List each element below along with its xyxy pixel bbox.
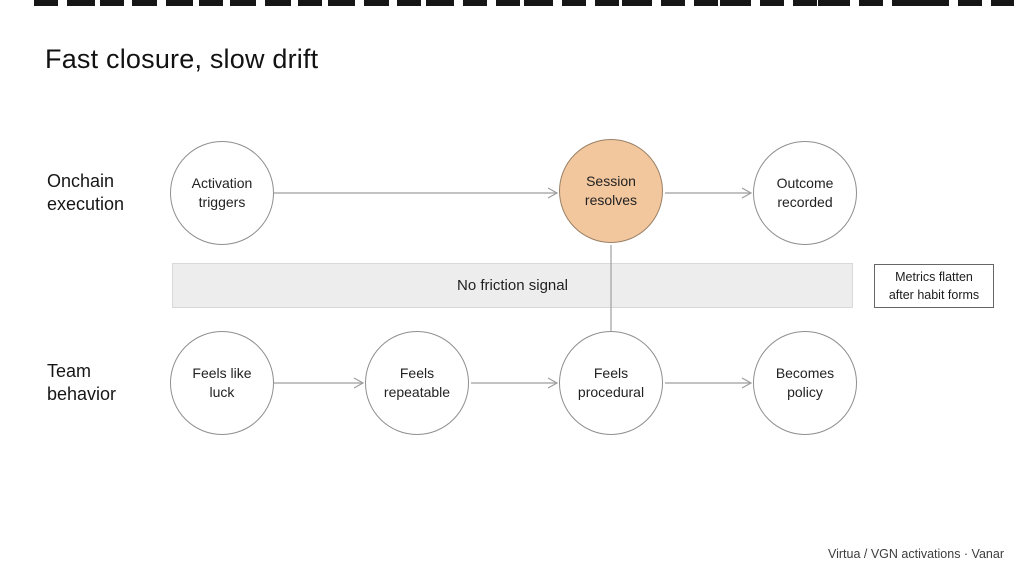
arrow-session-to-outcome — [665, 187, 753, 199]
arrowhead-right-icon — [547, 377, 559, 389]
arrowhead-right-icon — [741, 187, 753, 199]
arrowhead-right-icon — [353, 377, 365, 389]
node-activation-triggers: Activation triggers — [170, 141, 274, 245]
arrow-repeatable-to-procedural — [471, 377, 559, 389]
node-becomes-policy: Becomes policy — [753, 331, 857, 435]
node-session-resolves: Session resolves — [559, 139, 663, 243]
row-label-onchain-execution: Onchain execution — [47, 171, 125, 214]
node-feels-like-luck: Feels like luck — [170, 331, 274, 435]
band-label: No friction signal — [457, 277, 568, 294]
row-label-team-behavior: Team behavior — [47, 361, 117, 404]
slide-title: Fast closure, slow drift — [45, 44, 319, 74]
arrowhead-right-icon — [547, 187, 559, 199]
arrow-activation-to-session — [274, 187, 559, 199]
footer-credit: Virtua / VGN activations · Vanar — [827, 547, 1004, 561]
node-feels-repeatable: Feels repeatable — [365, 331, 469, 435]
metrics-flatten-callout: Metrics flatten after habit forms — [874, 264, 994, 308]
node-outcome-recorded: Outcome recorded — [753, 141, 857, 245]
arrowhead-right-icon — [741, 377, 753, 389]
arrow-procedural-to-policy — [665, 377, 753, 389]
no-friction-signal-band: No friction signal — [172, 263, 853, 308]
node-feels-procedural: Feels procedural — [559, 331, 663, 435]
top-cropped-text-strip — [34, 0, 1014, 6]
arrow-luck-to-repeatable — [274, 377, 365, 389]
